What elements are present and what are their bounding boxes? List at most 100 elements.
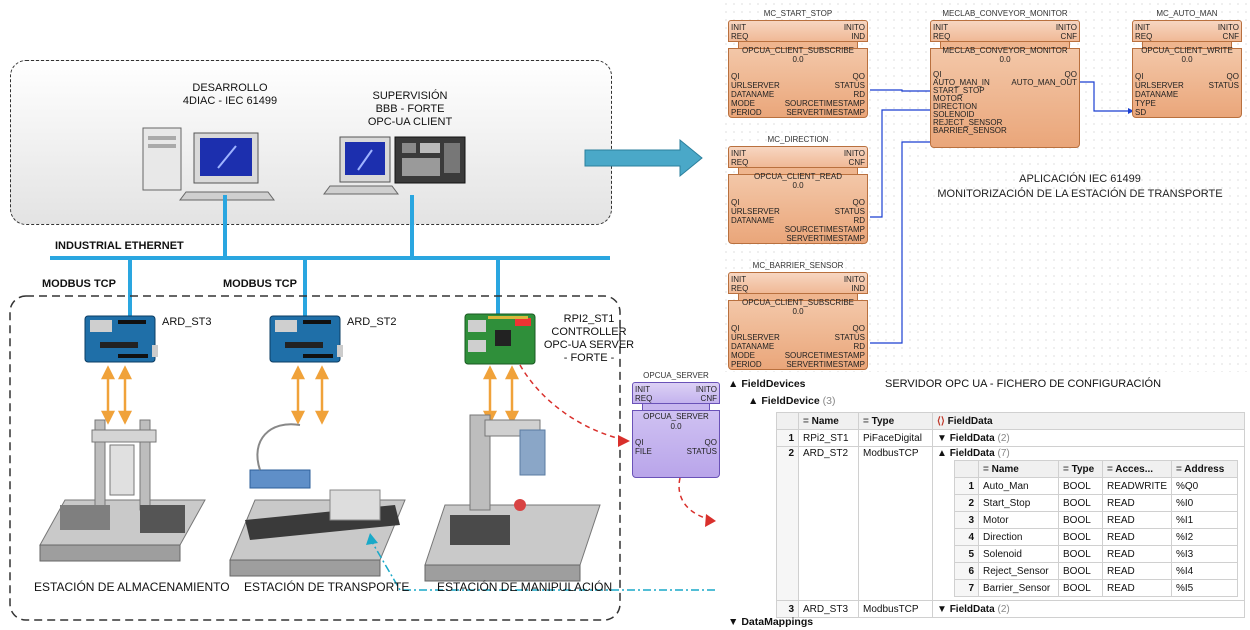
pin[interactable]: TYPE <box>1135 99 1156 108</box>
pin[interactable]: REQ <box>1135 32 1153 41</box>
table-row[interactable]: 3 ARD_ST3 ModbusTCP ▼ FieldData (2) <box>776 600 1245 618</box>
pin-qo[interactable]: QO <box>704 438 717 447</box>
pin[interactable]: SOURCETIMESTAMP <box>784 225 865 234</box>
pin-qi[interactable]: QI <box>635 438 644 447</box>
pin[interactable]: CNF <box>1222 32 1239 41</box>
pin[interactable]: PERIOD <box>731 108 762 117</box>
fb-barrier-sensor[interactable]: MC_BARRIER_SENSOR INIT REQ INITO IND OPC… <box>728 261 868 370</box>
pin-file[interactable]: FILE <box>635 447 652 456</box>
pin[interactable]: CNF <box>848 158 865 167</box>
pin[interactable]: QI <box>731 324 740 333</box>
pin[interactable]: REQ <box>731 158 749 167</box>
pin[interactable]: DIRECTION <box>933 102 977 111</box>
pin[interactable]: INIT <box>731 149 747 158</box>
pin[interactable]: INITO <box>843 149 865 158</box>
fb-direction[interactable]: MC_DIRECTION INIT REQ INITO CNF OPCUA_CL… <box>728 135 868 244</box>
pin[interactable]: STATUS <box>834 81 865 90</box>
pin[interactable]: RD <box>853 216 865 225</box>
pin[interactable]: URLSERVER <box>731 81 780 90</box>
pin[interactable]: REQ <box>731 284 749 293</box>
collapse-icon[interactable]: ▲ <box>728 378 742 390</box>
pin[interactable]: SOURCETIMESTAMP <box>784 351 865 360</box>
collapse-icon[interactable]: ▲ <box>937 448 950 459</box>
pin[interactable]: SD <box>1135 108 1147 117</box>
pin[interactable]: AUTO_MAN_IN <box>933 78 990 87</box>
supervision-computer-icon <box>323 136 466 195</box>
pin[interactable]: SERVERTIMESTAMP <box>786 360 865 369</box>
pin-cnf[interactable]: CNF <box>700 394 717 403</box>
pin[interactable]: MODE <box>731 351 755 360</box>
pin[interactable]: INITO <box>1217 23 1239 32</box>
config-tree[interactable]: ▲ FieldDevices ▲ FieldDevice (3) = Name … <box>728 378 1250 630</box>
tree-root[interactable]: ▲ FieldDevices <box>728 378 806 390</box>
pin[interactable]: REQ <box>933 32 951 41</box>
pin-req[interactable]: REQ <box>635 394 653 403</box>
pin[interactable]: SERVERTIMESTAMP <box>786 108 865 117</box>
pin-status[interactable]: STATUS <box>686 447 717 456</box>
pin[interactable]: QI <box>731 72 740 81</box>
pin[interactable]: IND <box>851 32 865 41</box>
pin[interactable]: INITO <box>843 23 865 32</box>
opcua-server-block[interactable]: OPCUA_SERVER INIT REQ INITO CNF OPCUA_SE… <box>632 371 720 478</box>
pin[interactable]: QO <box>1226 72 1239 81</box>
collapse-icon[interactable]: ▲ <box>748 395 762 407</box>
pin[interactable]: BARRIER_SENSOR <box>933 126 1007 135</box>
pin[interactable]: INIT <box>731 275 747 284</box>
pin[interactable]: QI <box>731 198 740 207</box>
pin[interactable]: MODE <box>731 99 755 108</box>
pin-init[interactable]: INIT <box>635 385 651 394</box>
pin[interactable]: QI <box>1135 72 1144 81</box>
pin[interactable]: PERIOD <box>731 360 762 369</box>
pin[interactable]: STATUS <box>1208 81 1239 90</box>
pin[interactable]: QI <box>933 70 942 79</box>
pin[interactable]: RD <box>853 342 865 351</box>
pin[interactable]: DATANAME <box>731 216 775 225</box>
pin[interactable]: URLSERVER <box>1135 81 1184 90</box>
table-row[interactable]: 1 RPi2_ST1 PiFaceDigital ▼ FieldData (2) <box>776 429 1245 447</box>
pin[interactable]: QO <box>852 324 865 333</box>
expand-icon[interactable]: ▼ <box>937 432 950 444</box>
pin[interactable]: START_STOP <box>933 86 985 95</box>
pin[interactable]: CNF <box>1060 32 1077 41</box>
pin[interactable]: SOLENOID <box>933 110 975 119</box>
pin[interactable]: STATUS <box>834 207 865 216</box>
pin[interactable]: SERVERTIMESTAMP <box>786 234 865 243</box>
pin[interactable]: QO <box>1064 70 1077 79</box>
pin[interactable]: INITO <box>1055 23 1077 32</box>
pin[interactable]: AUTO_MAN_OUT <box>1011 78 1077 87</box>
pin[interactable]: MOTOR <box>933 94 963 103</box>
pin[interactable]: URLSERVER <box>731 207 780 216</box>
pin[interactable]: INIT <box>731 23 747 32</box>
pin[interactable]: SOURCETIMESTAMP <box>784 99 865 108</box>
pin[interactable]: REQ <box>731 32 749 41</box>
pin[interactable]: IND <box>851 284 865 293</box>
pin-inito[interactable]: INITO <box>695 385 717 394</box>
pin[interactable]: INIT <box>933 23 949 32</box>
pin[interactable]: DATANAME <box>731 90 775 99</box>
expand-icon[interactable]: ▼ <box>728 616 742 628</box>
pin[interactable]: QO <box>852 72 865 81</box>
pin[interactable]: DATANAME <box>1135 90 1179 99</box>
pin[interactable]: RD <box>853 90 865 99</box>
fb-version: 0.0 <box>792 55 804 64</box>
pin[interactable]: DATANAME <box>731 342 775 351</box>
expand-icon[interactable]: ▼ <box>937 603 950 615</box>
tree-data-mappings[interactable]: ▼ DataMappings <box>728 616 814 628</box>
fb-start-stop[interactable]: MC_START_STOP INIT REQ INITO IND OPCUA_C… <box>728 9 868 118</box>
pin[interactable]: URLSERVER <box>731 333 780 342</box>
tree-field-device[interactable]: ▲ FieldDevice (3) <box>748 395 836 407</box>
fb-auto-man[interactable]: MC_AUTO_MAN INIT REQ INITO CNF OPCUA_CLI… <box>1132 9 1242 118</box>
pin[interactable]: INITO <box>843 275 865 284</box>
pin[interactable]: STATUS <box>834 333 865 342</box>
pin[interactable]: REJECT_SENSOR <box>933 118 1003 127</box>
pin[interactable]: QO <box>852 198 865 207</box>
pin[interactable]: INIT <box>1135 23 1151 32</box>
fb-conveyor-monitor[interactable]: MECLAB_CONVEYOR_MONITOR INIT REQ INITO C… <box>930 9 1080 148</box>
